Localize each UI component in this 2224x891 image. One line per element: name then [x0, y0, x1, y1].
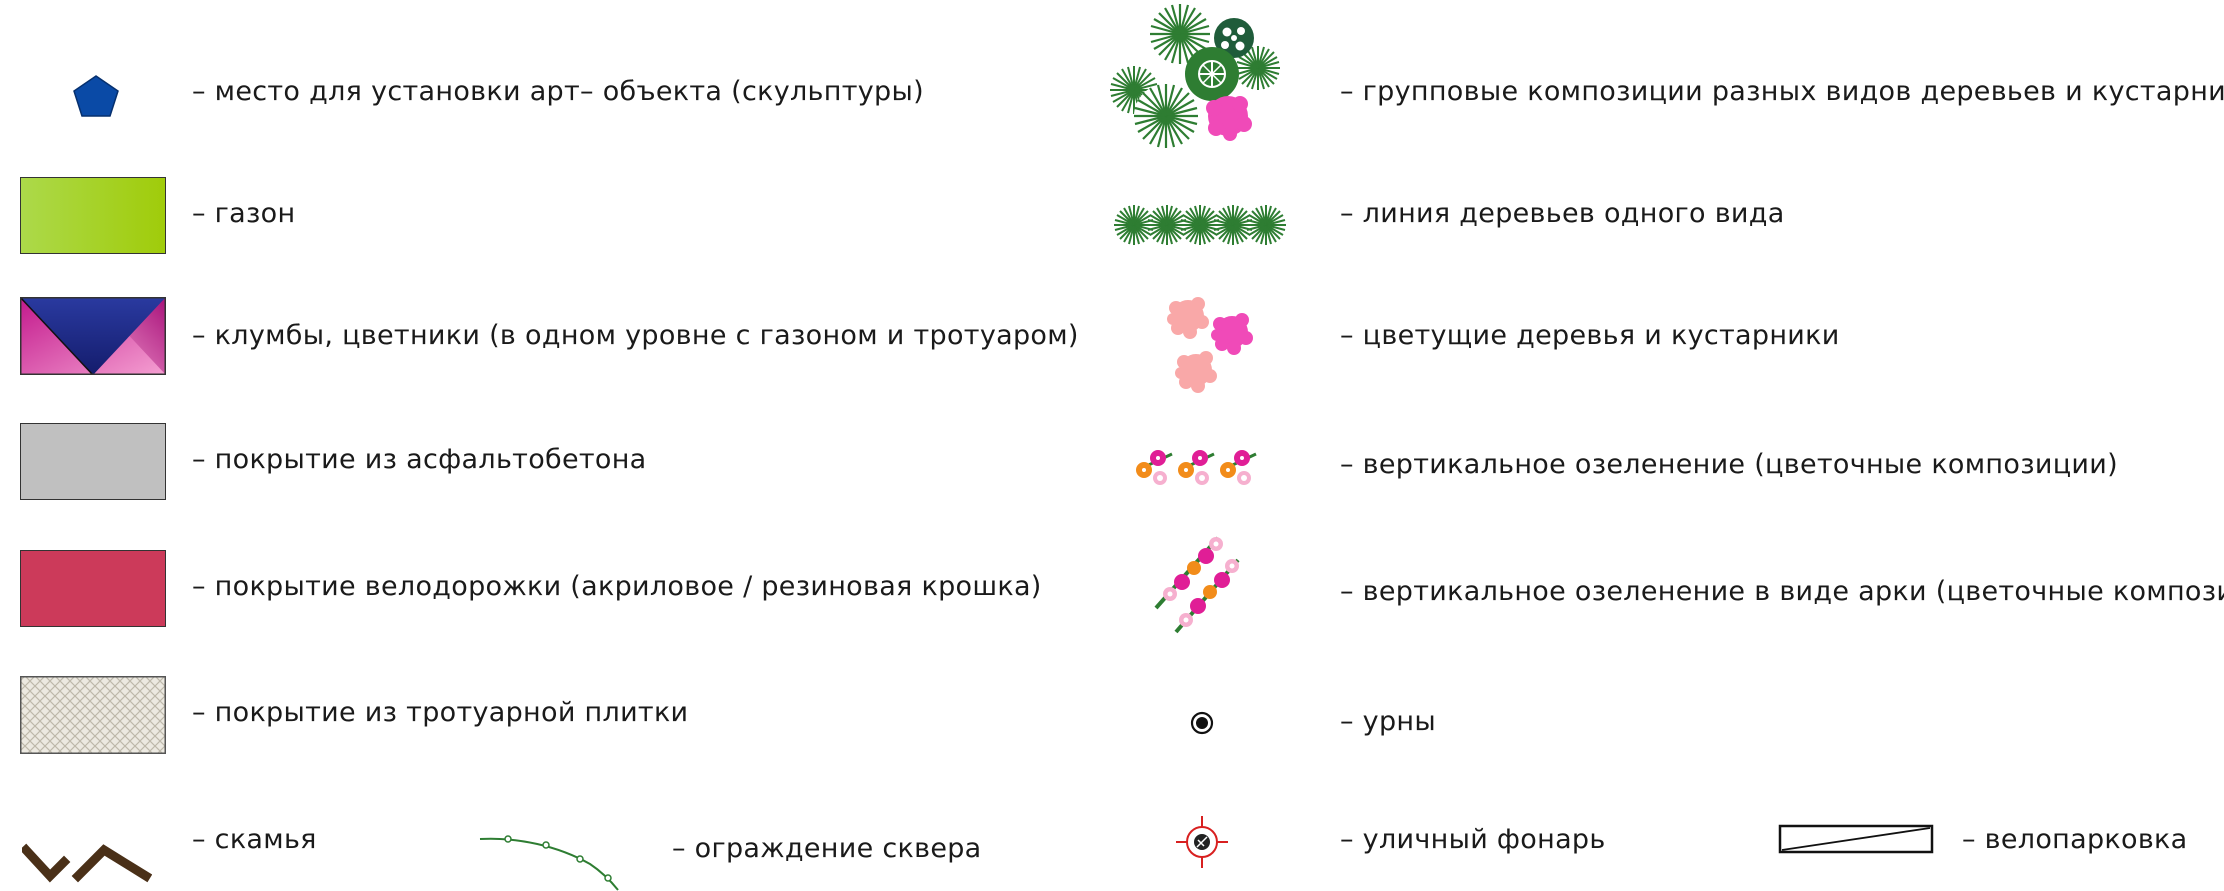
legend-label-lamp: – уличный фонарь: [1340, 824, 1606, 855]
legend-label-arch: – вертикальное озеленение в виде арки (ц…: [1340, 576, 2224, 607]
tree-line-icon: [1114, 204, 1287, 246]
legend-label-line: – линия деревьев одного вида: [1340, 198, 1785, 229]
legend-label-lawn: – газон: [192, 198, 296, 229]
bike-parking-icon: [1778, 824, 1934, 854]
vertical-flowers-icon: [1136, 448, 1258, 487]
legend-label-bikepath: – покрытие велодорожки (акриловое / рези…: [192, 571, 1042, 602]
flower-arch-icon: [1154, 536, 1240, 634]
legend-label-flowerbed: – клумбы, цветники (в одном уровне с газ…: [192, 320, 1079, 351]
legend-label-asphalt: – покрытие из асфальтобетона: [192, 444, 647, 475]
pentagon-icon: [73, 75, 119, 117]
street-lamp-icon: [1176, 816, 1228, 868]
legend-label-bikepark: – велопарковка: [1962, 824, 2188, 855]
tree-group-icon: [1110, 4, 1280, 148]
bench-icon: [22, 843, 152, 883]
flowerbed-swatch: [20, 297, 166, 375]
paving-swatch: [20, 676, 166, 754]
legend-label-urn: – урны: [1340, 706, 1436, 737]
bikepath-swatch: [20, 550, 166, 627]
fence-icon: [479, 835, 619, 891]
legend-label-fence: – ограждение сквера: [672, 833, 982, 864]
legend-label-bench: – скамья: [192, 824, 317, 855]
urn-icon: [1190, 711, 1214, 735]
asphalt-swatch: [20, 423, 166, 500]
legend-label-blooming: – цветущие деревья и кустарники: [1340, 320, 1840, 351]
blooming-shrubs-icon: [1167, 297, 1253, 393]
legend-label-art: – место для установки арт– объекта (скул…: [192, 76, 924, 107]
lawn-swatch: [20, 177, 166, 254]
legend-label-paving: – покрытие из тротуарной плитки: [192, 697, 689, 728]
legend-label-vertical: – вертикальное озеленение (цветочные ком…: [1340, 449, 2118, 480]
legend-label-group: – групповые композиции разных видов дере…: [1340, 76, 2224, 107]
